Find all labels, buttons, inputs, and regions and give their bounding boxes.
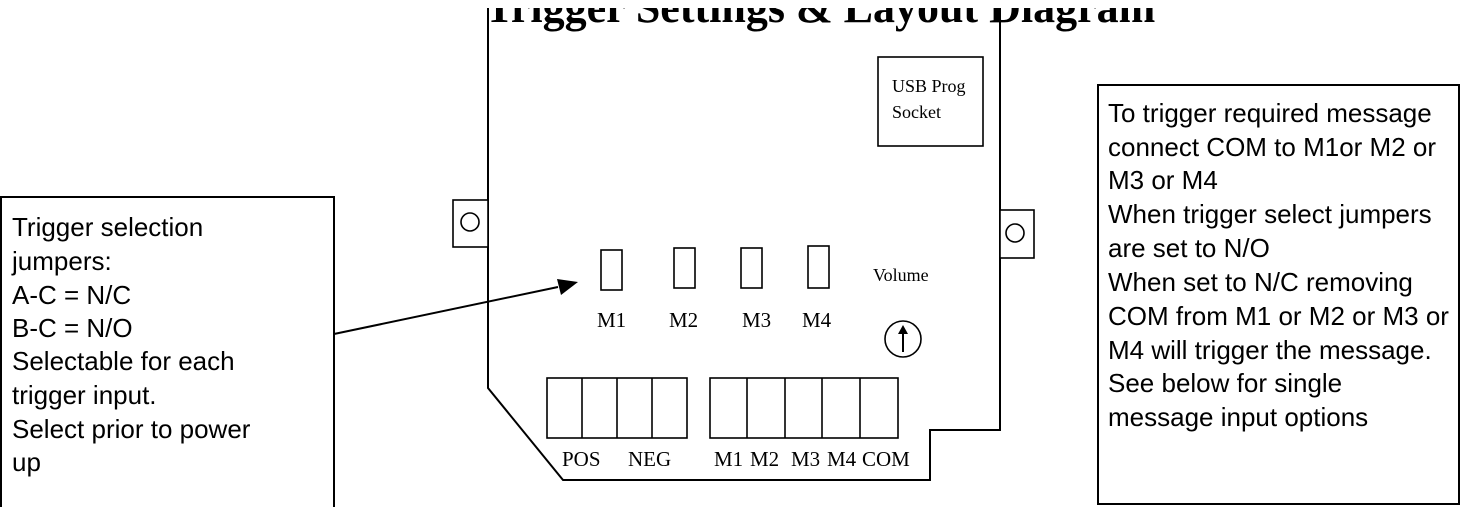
terminal-label-neg: NEG xyxy=(628,447,671,471)
volume-control: Volume xyxy=(873,265,929,358)
left-note-line-8: up xyxy=(12,447,41,477)
left-note-box xyxy=(0,196,335,507)
left-note-line-1: Trigger selection xyxy=(12,212,203,242)
jumper-group: M1 M2 M3 M4 xyxy=(597,245,832,332)
jumper-label-m2: M2 xyxy=(669,308,698,332)
left-note-line-7: Select prior to power xyxy=(12,414,251,444)
usb-label-line-1: USB Prog xyxy=(892,76,966,96)
jumper-m4[interactable] xyxy=(807,245,830,289)
title-crop-mask xyxy=(0,0,1468,8)
arrow-head-icon xyxy=(557,279,578,295)
jumper-label-m3: M3 xyxy=(742,308,771,332)
terminal-label-com: COM xyxy=(862,447,910,471)
usb-label-line-2: Socket xyxy=(892,102,941,122)
power-terminal-block: POS NEG xyxy=(546,377,688,471)
right-note-line-10: message input options xyxy=(1108,402,1368,432)
right-note-box xyxy=(1097,84,1460,505)
jumper-label-m1: M1 xyxy=(597,308,626,332)
right-note-line-5: are set to N/O xyxy=(1108,233,1270,263)
volume-arrow-head-icon xyxy=(898,325,908,334)
jumper-label-m4: M4 xyxy=(802,308,832,332)
jumper-m3[interactable] xyxy=(740,247,763,289)
right-note-line-1: To trigger required message xyxy=(1108,98,1432,128)
usb-prog-socket: USB Prog Socket xyxy=(877,56,984,147)
left-mounting-tab xyxy=(452,199,489,248)
jumper-m2[interactable] xyxy=(673,247,696,289)
right-note-line-9: See below for single xyxy=(1108,368,1342,398)
right-note: To trigger required message connect COM … xyxy=(1097,84,1460,505)
jumper-pointer-arrow xyxy=(333,279,578,335)
left-note-line-5: Selectable for each xyxy=(12,346,235,376)
board-outline xyxy=(487,8,1001,481)
trigger-terminal-block: M1 M2 M3 M4 COM xyxy=(709,377,910,471)
terminal-label-m3: M3 xyxy=(791,447,820,471)
board: USB Prog Socket M1 M2 M3 M4 Volume xyxy=(452,8,1035,481)
left-note: Trigger selection jumpers: A-C = N/C B-C… xyxy=(0,196,335,507)
left-note-line-3: A-C = N/C xyxy=(12,280,131,310)
terminal-label-m2: M2 xyxy=(750,447,779,471)
terminal-label-m1: M1 xyxy=(714,447,743,471)
volume-knob[interactable] xyxy=(884,320,922,358)
volume-label: Volume xyxy=(873,265,929,285)
right-mounting-hole-icon xyxy=(1005,223,1025,243)
right-note-line-3: M3 or M4 xyxy=(1108,165,1218,195)
terminal-label-m4: M4 xyxy=(827,447,857,471)
right-note-line-4: When trigger select jumpers xyxy=(1108,199,1432,229)
right-note-line-6: When set to N/C removing xyxy=(1108,267,1413,297)
right-note-line-2: connect COM to M1or M2 or xyxy=(1108,132,1436,162)
left-note-line-4: B-C = N/O xyxy=(12,313,133,343)
left-mounting-hole-icon xyxy=(460,212,480,232)
right-note-line-8: M4 will trigger the message. xyxy=(1108,335,1432,365)
left-note-line-2: jumpers: xyxy=(11,246,112,276)
right-note-line-7: COM from M1 or M2 or M3 or xyxy=(1108,301,1449,331)
left-note-line-6: trigger input. xyxy=(12,380,157,410)
jumper-m1[interactable] xyxy=(600,249,623,291)
right-mounting-tab xyxy=(999,209,1035,259)
terminal-label-pos: POS xyxy=(562,447,601,471)
